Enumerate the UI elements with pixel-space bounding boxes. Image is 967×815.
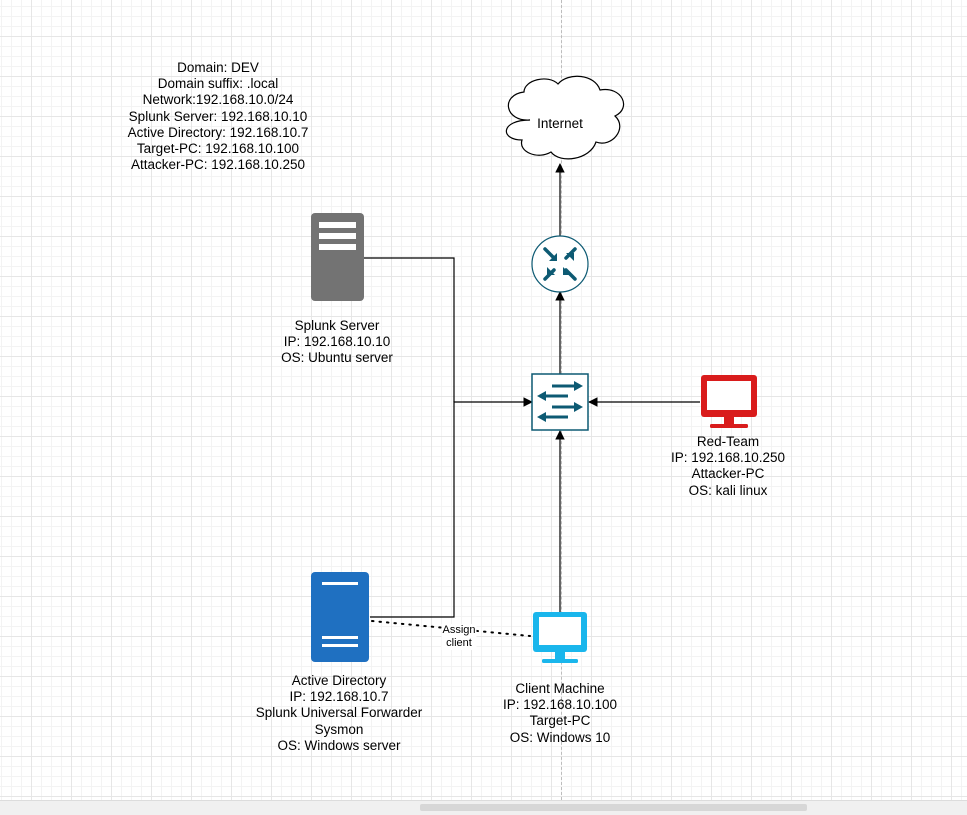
server-icon[interactable]	[311, 572, 369, 662]
connector-splunk-to-switch	[364, 257, 455, 402]
ad-sysmon: Sysmon	[314, 721, 364, 737]
info-line: Domain: DEV	[177, 60, 259, 75]
info-line: Splunk Server: 192.168.10.10	[128, 108, 308, 124]
info-line: Target-PC: 192.168.10.100	[136, 141, 300, 157]
splunk-ip: IP: 192.168.10.10	[283, 334, 391, 350]
red-team-label[interactable]: Red-Team IP: 192.168.10.250 Attacker-PC …	[671, 434, 785, 499]
info-line: Domain suffix: .local	[157, 76, 279, 92]
assign-client-label[interactable]: Assign client	[441, 624, 477, 650]
redteam-os: OS: kali linux	[688, 482, 768, 498]
ad-ip: IP: 192.168.10.7	[289, 689, 389, 705]
ad-os: OS: Windows server	[277, 737, 401, 753]
connector-ad-to-switch	[370, 397, 533, 618]
horizontal-scrollbar[interactable]	[0, 800, 967, 815]
client-name: Client Machine	[515, 681, 605, 696]
assign-line: client	[446, 637, 472, 649]
splunk-server-label[interactable]: Splunk Server IP: 192.168.10.10 OS: Ubun…	[281, 318, 393, 367]
ad-forwarder: Splunk Universal Forwarder	[255, 705, 423, 721]
info-line: Network:192.168.10.0/24	[142, 92, 294, 108]
active-directory-label[interactable]: Active Directory IP: 192.168.10.7 Splunk…	[256, 673, 423, 754]
internet-label: Internet	[537, 116, 583, 131]
info-line: Active Directory: 192.168.10.7	[127, 124, 309, 140]
switch-icon[interactable]	[531, 373, 589, 431]
assign-line: Assign	[442, 624, 476, 636]
client-os: OS: Windows 10	[509, 729, 611, 745]
splunk-name: Splunk Server	[294, 318, 380, 333]
client-machine-label[interactable]: Client Machine IP: 192.168.10.100 Target…	[503, 681, 617, 746]
scrollbar-thumb[interactable]	[420, 804, 807, 811]
splunk-os: OS: Ubuntu server	[281, 350, 393, 366]
monitor-icon[interactable]	[701, 375, 757, 428]
redteam-name: Red-Team	[696, 434, 760, 449]
client-role: Target-PC	[529, 713, 591, 729]
network-info-note[interactable]: Domain: DEV Domain suffix: .local Networ…	[128, 60, 309, 173]
redteam-ip: IP: 192.168.10.250	[670, 450, 786, 466]
info-line: Attacker-PC: 192.168.10.250	[130, 157, 306, 173]
redteam-role: Attacker-PC	[691, 466, 765, 482]
cloud-icon[interactable]	[505, 75, 625, 160]
monitor-icon[interactable]	[533, 612, 587, 663]
ad-name: Active Directory	[291, 673, 387, 688]
client-ip: IP: 192.168.10.100	[502, 697, 618, 713]
connectors	[364, 163, 700, 637]
server-icon[interactable]	[311, 213, 364, 301]
router-icon[interactable]	[531, 235, 589, 293]
